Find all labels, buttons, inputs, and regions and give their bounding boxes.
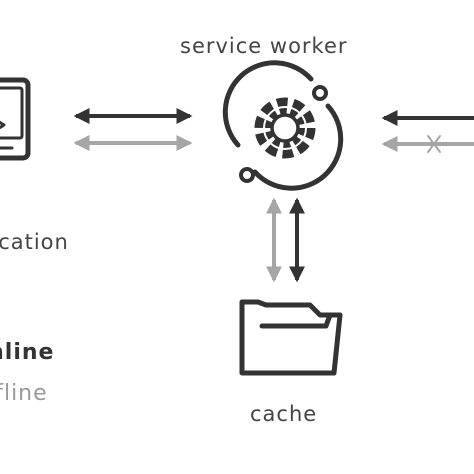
- legend-offline: offline: [0, 381, 48, 406]
- cache-label: cache: [250, 402, 318, 426]
- laptop-icon: [0, 77, 31, 161]
- folder-icon: [239, 299, 343, 376]
- cross-icon: [427, 135, 441, 153]
- legend-online: online: [0, 340, 55, 365]
- gear-sync-icon: [222, 60, 344, 191]
- application-label: application: [0, 230, 69, 254]
- service-worker-label: service worker: [180, 34, 348, 58]
